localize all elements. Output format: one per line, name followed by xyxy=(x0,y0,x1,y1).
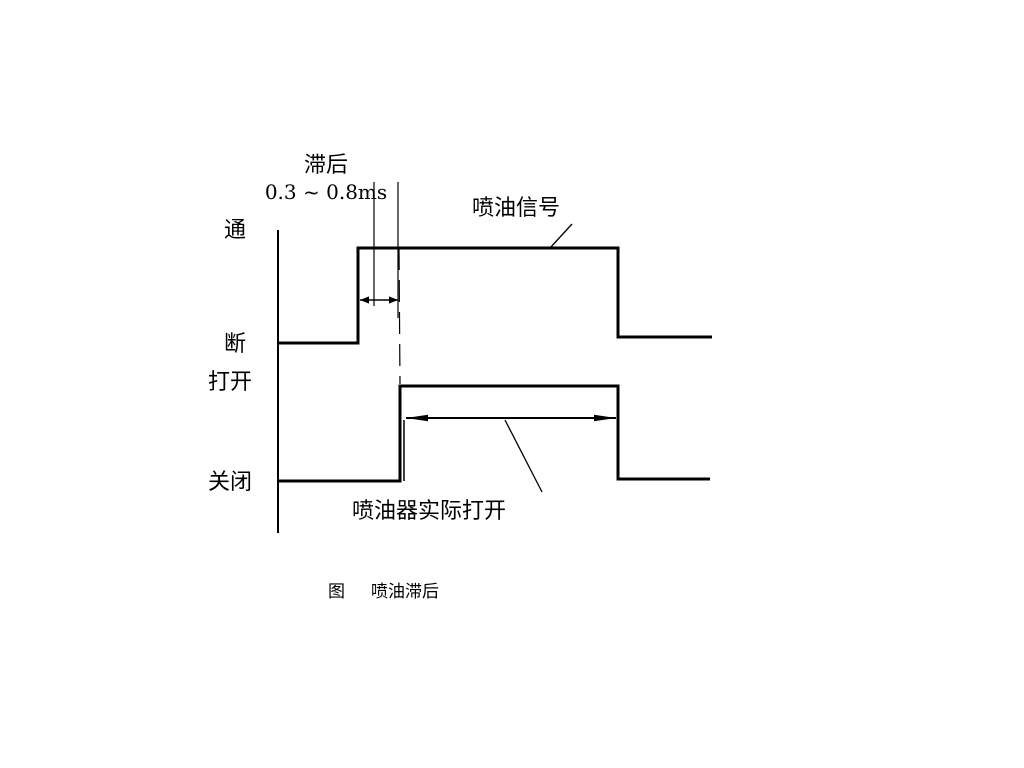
lag-marker-right-dashed xyxy=(398,247,401,385)
injector-actual-open-label: 喷油器实际打开 xyxy=(352,499,506,524)
injection-signal-leader xyxy=(549,223,573,249)
lag-title-label: 滞后 xyxy=(304,153,348,178)
figure-caption-prefix: 图 xyxy=(328,582,345,602)
lag-range-label: 0.3 ~ 0.8ms xyxy=(265,180,387,204)
injector-open-waveform xyxy=(278,384,710,483)
signal-off-label: 断 xyxy=(224,332,246,357)
injection-signal-label: 喷油信号 xyxy=(472,196,560,221)
figure-caption-title: 喷油滞后 xyxy=(371,582,439,602)
injection-signal-waveform xyxy=(278,246,712,345)
injector-actual-open-leader xyxy=(504,419,543,493)
injector-open-label: 打开 xyxy=(208,370,252,395)
injector-closed-label: 关闭 xyxy=(208,470,252,495)
signal-on-label: 通 xyxy=(224,218,246,243)
